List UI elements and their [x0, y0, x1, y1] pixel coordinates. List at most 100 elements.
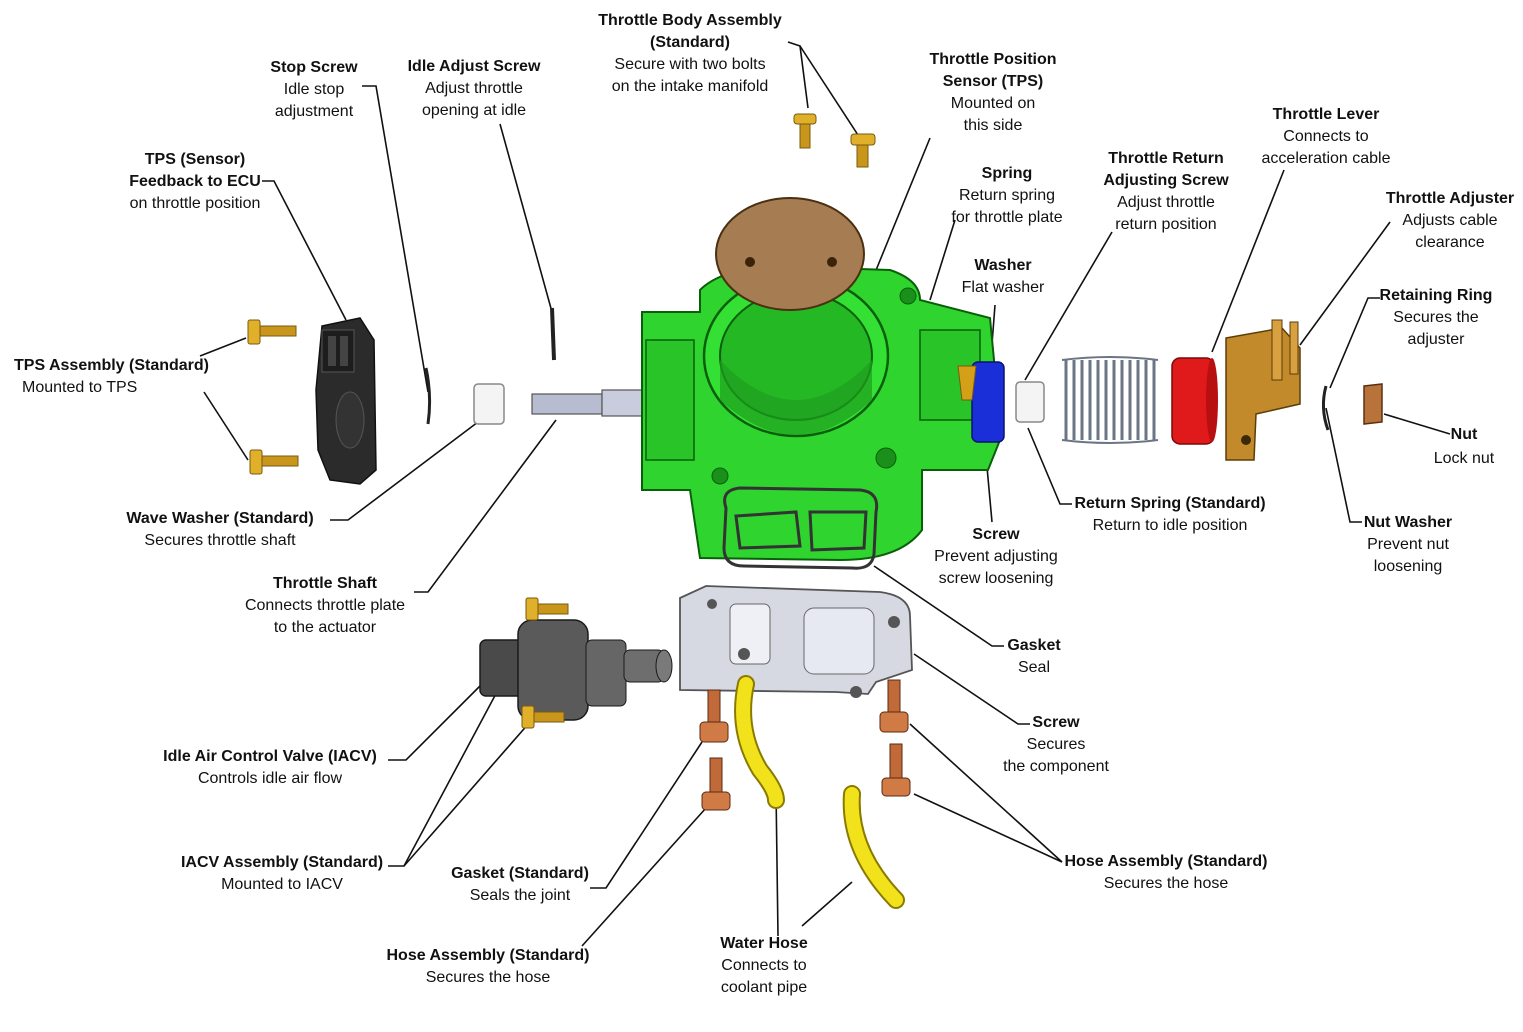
label-desc: Lock nut: [1433, 450, 1495, 467]
label-desc: Secures: [1026, 736, 1086, 753]
label-title: Throttle Position: [929, 51, 1057, 68]
label-gasket-standard: Gasket (Standard) Seals the joint: [451, 863, 589, 907]
leader-screw-component: [913, 653, 1030, 725]
label-water-hose: Water Hose Connects to coolant pipe: [720, 933, 807, 999]
label-title: Wave Washer (Standard): [126, 510, 314, 527]
label-desc: loosening: [1373, 558, 1443, 575]
label-title: Screw: [1032, 714, 1080, 731]
leader-throttle-body-bolt-1: [787, 41, 809, 109]
label-stop-screw: Stop Screw Idle stop adjustment: [270, 57, 357, 123]
label-screw-component: Screw Secures the component: [1003, 712, 1109, 778]
label-desc: coolant pipe: [720, 979, 808, 996]
label-desc: Flat washer: [961, 279, 1045, 296]
label-title: Throttle Adjuster: [1385, 190, 1515, 207]
label-title: Throttle Body Assembly: [598, 12, 782, 29]
screw-icon: [699, 689, 729, 743]
throttle-lever-part: [1171, 357, 1218, 445]
water-hose-part: [734, 675, 905, 909]
label-desc: clearance: [1415, 234, 1485, 251]
label-desc: Connects throttle plate: [244, 597, 406, 614]
label-desc: this side: [963, 117, 1023, 134]
label-gasket: Gasket Seal: [1007, 635, 1060, 679]
leader-lines: [199, 41, 1451, 947]
label-desc: Adjusts cable: [1402, 212, 1498, 229]
label-spring: Spring Return spring for throttle plate: [951, 163, 1062, 229]
copper-screws: [699, 679, 911, 811]
label-desc: Adjust throttle: [425, 80, 523, 97]
label-title: Adjusting Screw: [1103, 172, 1229, 189]
label-desc: Mounted to TPS: [22, 379, 138, 396]
label-title: Hose Assembly (Standard): [1064, 853, 1268, 870]
leader-return-spring: [1027, 427, 1072, 505]
label-hose-assembly-left: Hose Assembly (Standard) Secures the hos…: [386, 945, 589, 989]
label-title: Gasket (Standard): [451, 865, 589, 882]
leader-nut: [1383, 413, 1451, 435]
iacv-bolts: [521, 597, 569, 729]
label-title: Hose Assembly (Standard): [386, 947, 590, 964]
washer-part: [1015, 381, 1045, 423]
label-desc: adjustment: [274, 103, 354, 120]
label-desc: Idle stop: [283, 81, 345, 98]
label-title: Idle Adjust Screw: [407, 58, 541, 75]
nut-part: [1363, 383, 1383, 425]
label-title: TPS (Sensor): [144, 151, 246, 168]
label-desc: Connects to: [1283, 128, 1369, 145]
label-retaining-ring: Retaining Ring Secures the adjuster: [1380, 285, 1493, 351]
label-desc: Secures throttle shaft: [144, 532, 296, 549]
label-title: Stop Screw: [270, 59, 358, 76]
label-throttle-shaft: Throttle Shaft Connects throttle plate t…: [245, 573, 405, 639]
label-desc: acceleration cable: [1261, 150, 1391, 167]
label-desc: screw loosening: [938, 570, 1054, 587]
leader-spring: [929, 219, 956, 301]
bolt-icon: [525, 597, 569, 621]
leader-tps-assembly-2: [203, 391, 249, 461]
leader-throttle-adjuster: [1299, 221, 1391, 346]
throttle-plate-part: [715, 197, 865, 311]
idle-adjust-screw-part: [550, 307, 556, 361]
leader-tps-sensor: [262, 180, 347, 321]
label-desc: opening at idle: [421, 102, 527, 119]
label-title: Washer: [974, 257, 1032, 274]
leader-hose-assembly-left: [581, 807, 707, 947]
label-screw-loosening: Screw Prevent adjusting screw loosening: [934, 524, 1058, 590]
label-throttle-lever: Throttle Lever Connects to acceleration …: [1262, 104, 1391, 170]
label-desc: Secure with two bolts: [614, 56, 766, 73]
leader-water-hose-2: [801, 881, 853, 927]
label-desc: to the actuator: [273, 619, 377, 636]
label-desc: Controls idle air flow: [197, 770, 343, 787]
label-throttle-return-screw: Throttle Return Adjusting Screw Adjust t…: [1103, 148, 1228, 236]
label-desc: Mounted on: [950, 95, 1036, 112]
leader-throttle-shaft: [414, 419, 557, 593]
label-nut-washer: Nut Washer Prevent nut loosening: [1364, 512, 1452, 578]
leader-throttle-return-screw: [1024, 231, 1113, 381]
label-desc: Return spring: [958, 187, 1056, 204]
label-title: Sensor (TPS): [942, 73, 1044, 90]
screw-icon: [879, 679, 909, 733]
throttle-body-part: [641, 264, 1002, 562]
label-desc: adjuster: [1407, 331, 1465, 348]
label-title: Gasket: [1007, 637, 1061, 654]
label-desc: Return to idle position: [1092, 517, 1248, 534]
label-title: Return Spring (Standard): [1074, 495, 1266, 512]
label-desc: Secures the: [1393, 309, 1479, 326]
label-nut: Nut Lock nut: [1434, 424, 1494, 470]
label-title: Throttle Shaft: [273, 575, 377, 592]
label-desc: Prevent nut: [1367, 536, 1449, 553]
label-desc: Prevent adjusting: [934, 548, 1058, 565]
return-spring-part: [1061, 356, 1159, 444]
label-hose-assembly-right: Hose Assembly (Standard) Secures the hos…: [1064, 851, 1267, 895]
leader-gasket: [873, 565, 1004, 647]
bolt-icon: [850, 133, 876, 168]
leader-retaining-ring: [1329, 297, 1380, 389]
label-return-spring: Return Spring (Standard) Return to idle …: [1074, 493, 1265, 537]
bolt-icon: [521, 705, 565, 729]
label-wave-washer: Wave Washer (Standard) Secures throttle …: [126, 508, 313, 552]
label-tps-sensor: TPS (Sensor) Feedback to ECU on throttle…: [129, 149, 261, 215]
leader-tps-mounted: [871, 137, 931, 281]
leader-nut-washer: [1325, 407, 1362, 523]
leader-idle-adjust-screw: [499, 123, 553, 313]
bolt-icon: [249, 449, 299, 475]
stop-screw-part: [424, 367, 432, 425]
label-desc: on throttle position: [129, 195, 261, 212]
